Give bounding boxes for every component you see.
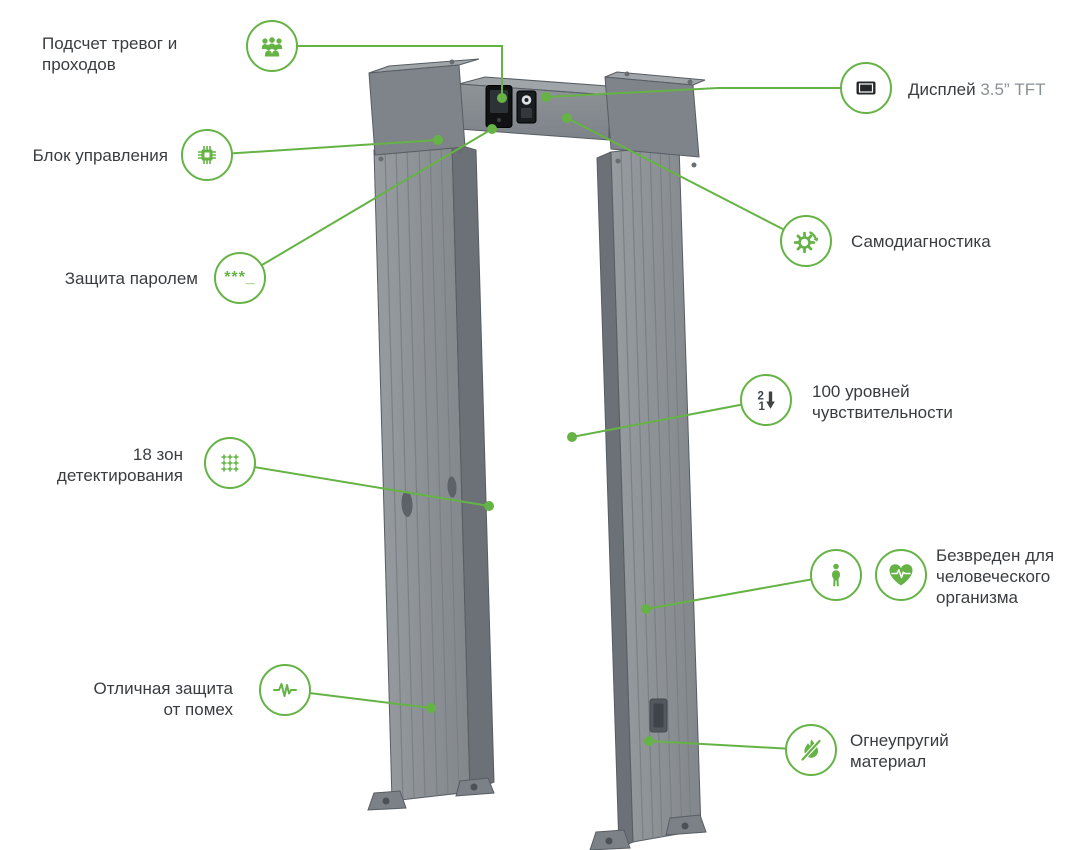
chip-icon (181, 129, 233, 181)
feature-label-self-diagnostics: Самодиагностика (851, 232, 991, 251)
crossbar (368, 58, 706, 168)
feature-label-interference-protection: Отличная защита от помех (93, 679, 233, 719)
svg-text:1: 1 (759, 401, 766, 413)
self-diagnostics-icon (780, 215, 832, 267)
crowd-icon (246, 20, 298, 72)
feature-label-detection-zones: 18 зон детектирования (56, 445, 183, 485)
left-pillar (367, 142, 495, 811)
control-panel (485, 85, 537, 128)
feature-label-display: Дисплей 3.5” TFT (908, 80, 1046, 99)
feature-label-alarm-pass-counting: Подсчет тревог и проходов (42, 34, 178, 74)
heart-pulse-icon (875, 549, 927, 601)
right-end-cap (604, 76, 700, 158)
left-pillar-cutout (401, 491, 413, 517)
feature-label-sensitivity-levels: 100 уровней чувствительности (812, 382, 953, 422)
callout-dots (426, 92, 654, 746)
feature-label-password-protection: Защита паролем (64, 269, 198, 288)
fire-resistant-icon (785, 724, 837, 776)
left-end-cap (368, 64, 466, 156)
right-pillar (589, 144, 707, 850)
pregnant-woman-icon (810, 549, 862, 601)
password-icon: ***_ (214, 252, 266, 304)
callout-lines (206, 45, 866, 751)
sensitivity-icon: 2 1 (740, 374, 792, 426)
feature-label-control-unit: Блок управления (32, 146, 168, 165)
display-icon (840, 62, 892, 114)
interference-icon (259, 664, 311, 716)
svg-text:2: 2 (758, 391, 764, 403)
feature-label-fire-resistant: Огнеупругий материал (850, 731, 949, 771)
feature-label-harmless: Безвреден для человеческого организма (936, 546, 1055, 607)
detection-zones-icon (204, 437, 256, 489)
